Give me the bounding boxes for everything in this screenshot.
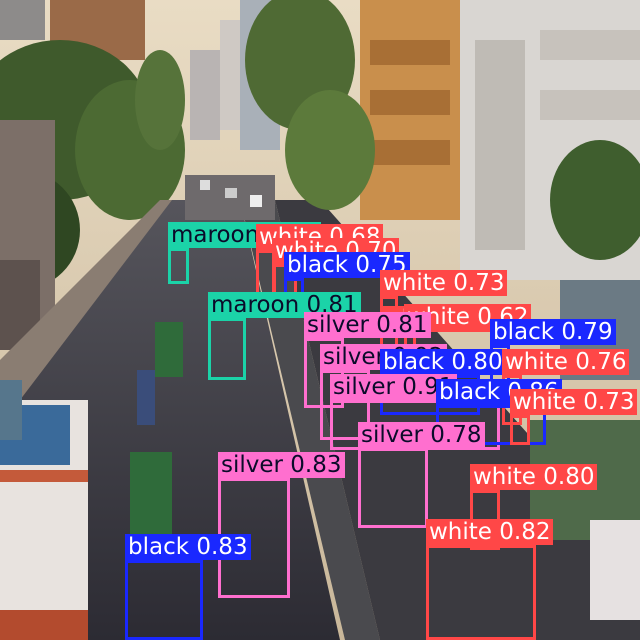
detection-label: black 0.79 [490,319,616,345]
detection-box-silver: silver 0.83 [218,452,345,598]
detection-box-maroon: maroon 0.81 [208,292,361,380]
distant-traffic [185,175,275,220]
detection-box-silver: silver 0.78 [358,422,485,528]
detection-label: white 0.80 [470,464,598,490]
detection-label: silver 0.83 [218,452,345,478]
detection-label: white 0.76 [502,349,630,375]
right-trees [245,0,640,260]
detection-box-white: white 0.73 [510,389,638,445]
detection-label: silver 0.81 [304,312,431,338]
detection-label: black 0.83 [125,534,251,560]
detection-label: white 0.73 [510,389,638,415]
detection-label: silver 0.91 [330,374,457,400]
detection-box-white: white 0.73 [380,270,508,336]
detection-box-maroon: maroon 0.85 [168,222,321,284]
detection-label: silver 0.78 [358,422,485,448]
detection-box-white: white 0.82 [426,519,554,640]
rickshaw [155,322,183,377]
detection-box-silver: silver 0.81 [304,312,431,408]
rickshaw [130,452,172,542]
detection-label: black 0.80 [380,349,506,375]
detection-label: white 0.73 [380,270,508,296]
motorbike [137,370,155,425]
detection-label: white 0.82 [426,519,554,545]
detection-box-black: black 0.83 [125,534,251,640]
